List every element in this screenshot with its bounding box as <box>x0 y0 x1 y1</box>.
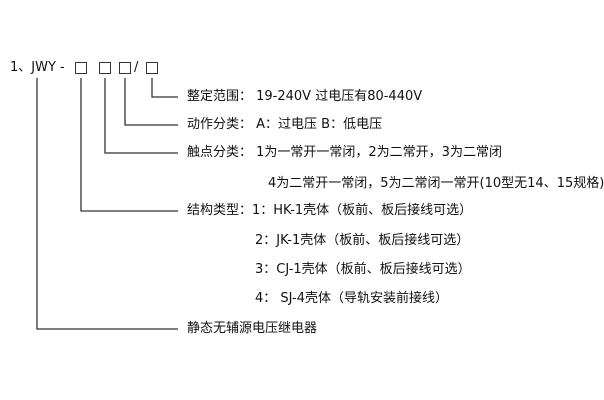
code-box-contact <box>99 62 111 74</box>
line-contact <box>104 78 178 154</box>
line-range <box>151 78 178 98</box>
line-name <box>36 78 178 330</box>
code-box-action <box>119 62 131 74</box>
code-box-structure <box>75 62 87 74</box>
contact-text-1: 触点分类： 1为一常开一常闭，2为二常开，3为二常闭 <box>187 145 502 160</box>
line-action <box>124 78 178 126</box>
relay-name-text: 静态无辅源电压继电器 <box>187 321 318 336</box>
action-text: 动作分类： A：过电压 B：低电压 <box>187 117 383 132</box>
range-text: 整定范围： 19-240V 过电压有80-440V <box>187 89 423 104</box>
model-prefix: 1、JWY - <box>10 60 65 75</box>
code-box-range <box>146 62 158 74</box>
structure-text-2: 2：JK-1壳体（板前、板后接线可选） <box>255 233 470 248</box>
model-slash: / <box>134 60 139 75</box>
structure-text-4: 4： SJ-4壳体（导轨安装前接线） <box>255 291 448 306</box>
structure-text-3: 3：CJ-1壳体（板前、板后接线可选） <box>255 262 471 277</box>
line-structure <box>80 78 178 212</box>
structure-text-1: 结构类型：1：HK-1壳体（板前、板后接线可选） <box>187 203 473 218</box>
contact-text-2: 4为二常开一常闭，5为二常闭一常开(10型无14、15规格) <box>268 176 604 191</box>
